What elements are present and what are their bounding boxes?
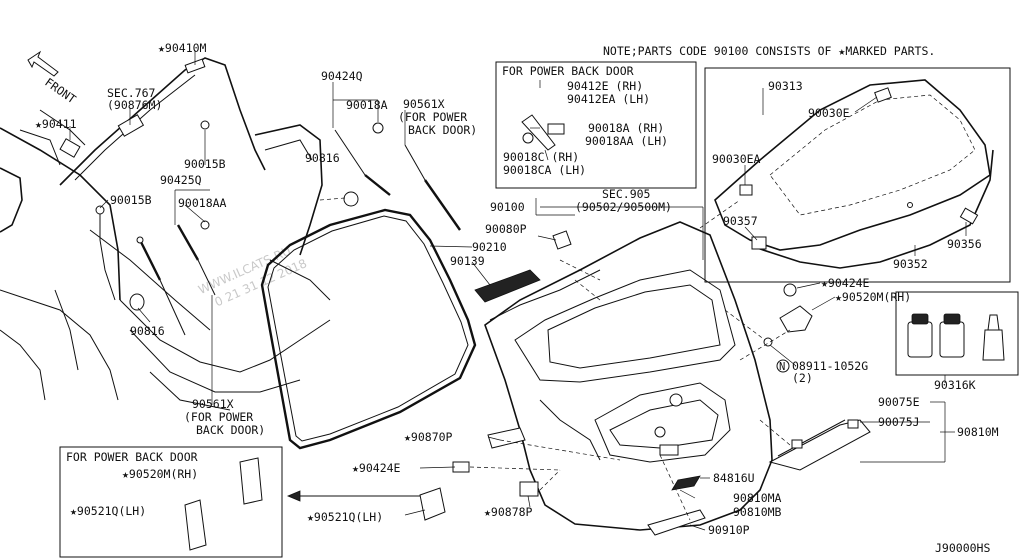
leader-lines — [69, 50, 967, 531]
label-84816U: 84816U — [713, 471, 755, 485]
gas-struts-left — [136, 220, 216, 336]
label-08911-1052G: 08911-1052G — [792, 359, 868, 373]
label-90561X-a-sub2: BACK DOOR) — [408, 123, 477, 137]
svg-text:N: N — [779, 361, 785, 373]
label-90816-a: 90816 — [130, 324, 165, 338]
label-90100: 90100 — [490, 200, 525, 214]
label-90313: 90313 — [768, 79, 803, 93]
label-90030E: 90030E — [808, 106, 850, 120]
label-90425Q: 90425Q — [160, 173, 202, 187]
move-arrow — [286, 490, 420, 502]
label-90018C: 90018C (RH) — [503, 150, 579, 164]
bracket-parts-box — [184, 457, 263, 551]
label-90075E: 90075E — [878, 395, 920, 409]
label-08911-qty: (2) — [792, 371, 813, 385]
label-90561X-b: 90561X — [192, 397, 234, 411]
watermark: WWW.ILCATS.RU 0 21 31 12 2018 — [196, 244, 309, 310]
door-small-parts — [419, 230, 813, 536]
label-90412E: 90412E (RH) — [567, 79, 643, 93]
label-90521Q-lh: ★90521Q(LH) — [307, 510, 383, 524]
label-90357: 90357 — [723, 214, 758, 228]
body-hinge-parts — [59, 58, 359, 311]
label-90810MA: 90810MA — [733, 491, 782, 505]
label-90424Q: 90424Q — [321, 69, 363, 83]
glass-box — [704, 67, 1011, 283]
diagram-id: J90000HS — [935, 541, 990, 555]
label-90139: 90139 — [450, 254, 485, 268]
label-90424E-a: ★90424E — [821, 276, 870, 290]
label-90412EA: 90412EA (LH) — [567, 92, 650, 106]
label-90018AA: 90018AA — [178, 196, 227, 210]
vehicle-body — [0, 57, 331, 411]
label-sec767-ref: (90876M) — [107, 98, 162, 112]
callout-labels: ★90410M ★90411 SEC.767 (90876M) 90015B 9… — [35, 41, 999, 555]
label-90015B-b: 90015B — [110, 193, 152, 207]
label-90018AA-lh: 90018AA (LH) — [585, 134, 668, 148]
n-symbol: N — [776, 359, 790, 373]
label-90870P: ★90870P — [404, 430, 453, 444]
gas-struts-center — [334, 122, 461, 231]
label-90561X-a-sub1: (FOR POWER — [398, 110, 467, 124]
label-90810M: 90810M — [957, 425, 999, 439]
label-90210: 90210 — [472, 240, 507, 254]
power-back-door-top-box — [495, 61, 697, 189]
front-label: FRONT — [42, 75, 78, 106]
label-90521Q-box: ★90521Q(LH) — [70, 504, 146, 518]
label-90410M: ★90410M — [158, 41, 207, 55]
label-90411: ★90411 — [35, 117, 77, 131]
label-90080P: 90080P — [485, 222, 527, 236]
note-text: NOTE;PARTS CODE 90100 CONSISTS OF ★MARKE… — [603, 44, 935, 58]
power-back-door-top-title: FOR POWER BACK DOOR — [502, 64, 634, 78]
label-sec905-ref: (90502/90500M) — [575, 200, 672, 214]
back-door-90100 — [484, 221, 773, 531]
label-90520M-box: ★90520M(RH) — [122, 467, 198, 481]
label-sec905: SEC.905 — [602, 187, 650, 201]
label-90352: 90352 — [893, 257, 928, 271]
label-90810MB: 90810MB — [733, 505, 782, 519]
weatherstrip-90210 — [260, 208, 477, 450]
label-90424E-b: ★90424E — [352, 461, 401, 475]
back-glass-90313 — [714, 79, 994, 269]
label-90356: 90356 — [947, 237, 982, 251]
label-90015B-a: 90015B — [184, 157, 226, 171]
label-90816-b: 90816 — [305, 151, 340, 165]
label-90561X-a: 90561X — [403, 97, 445, 111]
label-90520M-rh: ★90520M(RH) — [835, 290, 911, 304]
label-sec767: SEC.767 — [107, 86, 156, 100]
power-door-bracket — [521, 114, 565, 151]
label-90561X-b-sub2: BACK DOOR) — [196, 423, 265, 437]
label-90910P: 90910P — [708, 523, 750, 537]
adhesive-bottles — [907, 313, 1005, 361]
front-arrow: FRONT — [27, 50, 79, 106]
label-90878P: ★90878P — [484, 505, 533, 519]
label-90030EA: 90030EA — [712, 152, 761, 166]
power-back-door-bottom-box — [59, 446, 283, 558]
label-90018CA: 90018CA (LH) — [503, 163, 586, 177]
label-90075J: 90075J — [878, 415, 920, 429]
label-90018A: 90018A — [346, 98, 388, 112]
label-90316K: 90316K — [934, 378, 976, 392]
garnish-90810M — [768, 419, 871, 471]
label-90561X-b-sub1: (FOR POWER — [184, 410, 253, 424]
power-back-door-bottom-title: FOR POWER BACK DOOR — [66, 450, 198, 464]
adhesive-box — [895, 291, 1019, 376]
label-90018A-rh: 90018A (RH) — [588, 121, 664, 135]
